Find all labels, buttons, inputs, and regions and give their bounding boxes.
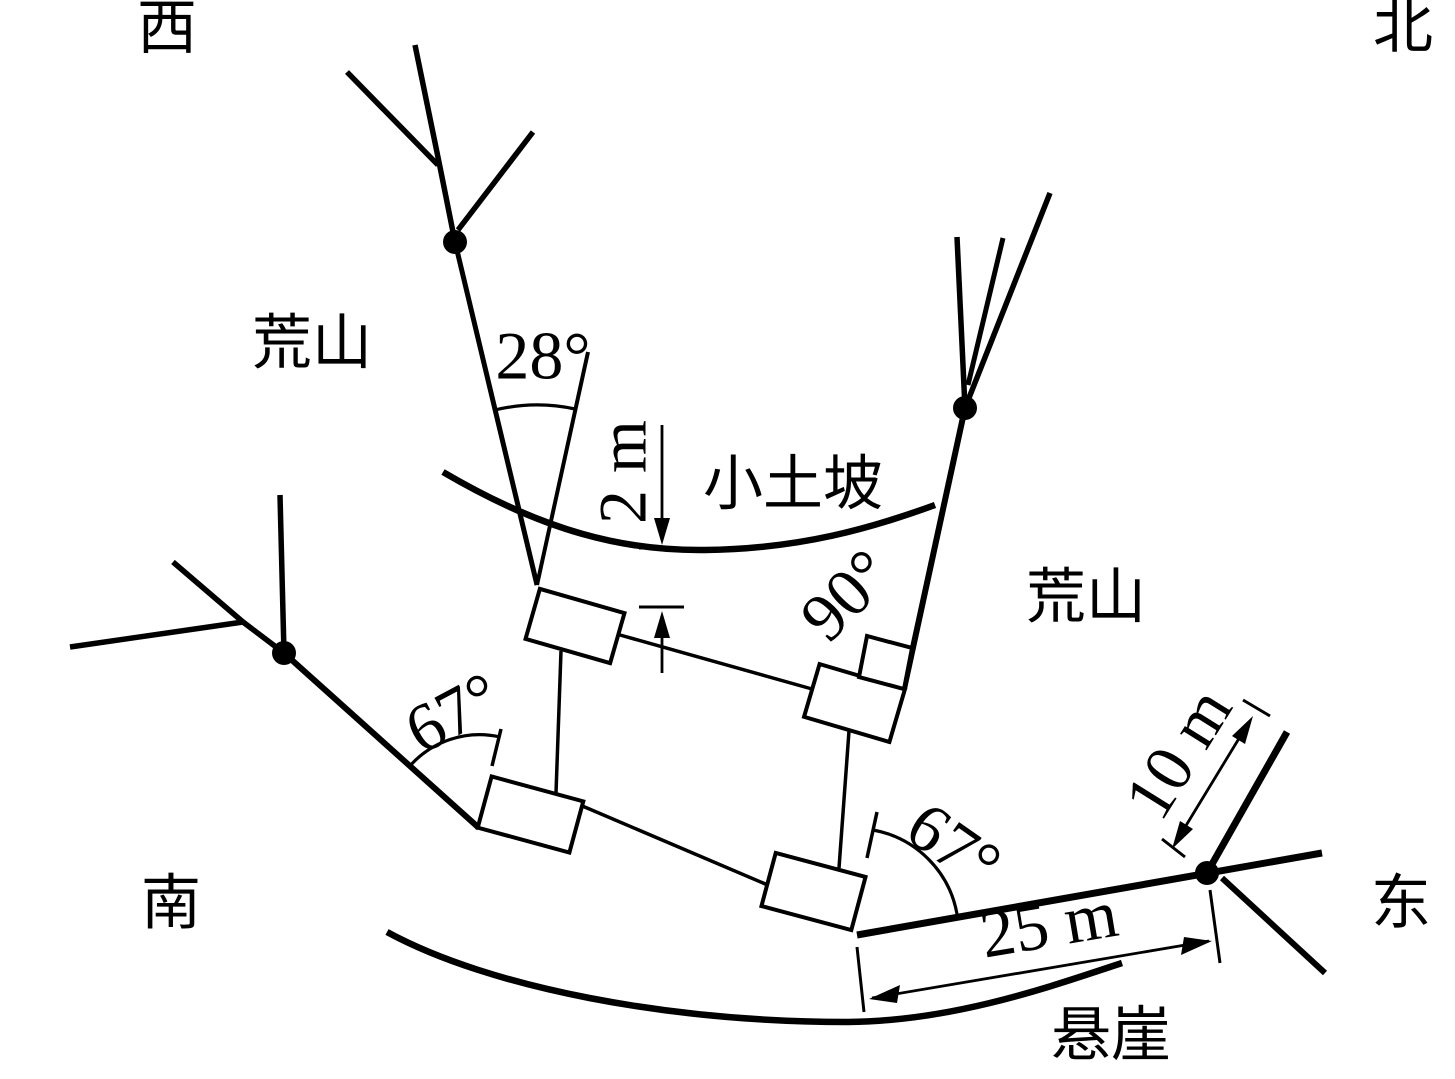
sight-line-to-building: [281, 650, 482, 831]
angle-28-mark: [494, 351, 590, 586]
tree-symbol-northwest: [345, 44, 540, 586]
angle-arc: [407, 733, 501, 769]
angle-67-right-label: 67°: [893, 787, 1015, 904]
compass-south-label: 南: [141, 869, 201, 939]
link-building-a-b: [619, 633, 813, 691]
compass-east-label: 东: [1371, 869, 1431, 939]
link-building-b-d: [837, 730, 851, 869]
angle-arm: [535, 351, 590, 586]
sight-line-to-building: [452, 241, 540, 586]
tree-trunk: [412, 44, 458, 243]
tree-branch: [962, 191, 1053, 410]
link-building-c-d: [579, 803, 771, 888]
tree-symbol-northeast: [901, 191, 1053, 690]
tree-branch: [965, 237, 1006, 386]
tree-branch: [171, 559, 245, 625]
barren-hill-west-label: 荒山: [252, 309, 372, 379]
arrowhead-down-left: [1172, 821, 1193, 849]
sight-line-to-building: [901, 407, 968, 690]
cliff-edge-arc: [385, 929, 1124, 1026]
tree-branch: [455, 130, 536, 232]
tree-symbol-southwest: [69, 494, 482, 831]
dimension-2m: [639, 425, 684, 673]
angle-67-right-mark: [865, 811, 959, 915]
tree-branch: [954, 236, 968, 409]
small-slope-edge-arc: [441, 469, 937, 554]
arrowhead-up: [654, 611, 670, 638]
tree-branch: [277, 494, 287, 654]
link-building-a-c: [554, 650, 563, 794]
arrowhead-left: [869, 985, 900, 1003]
building-d: [759, 850, 868, 933]
arrowhead-right: [1181, 937, 1212, 955]
tree-dot: [1195, 861, 1219, 885]
angle-arm: [490, 728, 503, 767]
dimension-2m-label: 2 m: [585, 420, 661, 524]
building-c: [475, 774, 586, 855]
dimension-10m: [1161, 698, 1271, 859]
arrowhead-down: [654, 518, 670, 545]
tree-dot: [272, 641, 296, 665]
dimension-25m: [855, 889, 1222, 1013]
compass-west-label: 西: [137, 0, 197, 64]
tree-symbol-east: [856, 730, 1328, 976]
angle-90-label: 90°: [785, 534, 906, 655]
cliff-top-line: [856, 849, 1323, 939]
tree-branch: [1203, 730, 1291, 875]
cliff-label: 悬崖: [1051, 1001, 1171, 1071]
dimension-tick: [1242, 698, 1271, 718]
dimension-10m-label: 10 m: [1109, 674, 1247, 831]
building-a: [523, 586, 627, 666]
tree-dot: [443, 230, 467, 254]
arrowhead-up-right: [1232, 716, 1253, 744]
angle-28-label: 28°: [495, 318, 590, 394]
compass-north-label: 北: [1373, 0, 1433, 63]
angle-arm: [865, 811, 879, 859]
angle-arc: [494, 403, 576, 412]
right-angle-square-marker: [856, 633, 915, 692]
angle-arc: [872, 828, 959, 915]
extension-line: [855, 946, 866, 1013]
angle-67-left-mark: [407, 728, 503, 769]
extension-line: [1208, 889, 1222, 964]
tree-branch: [345, 70, 440, 167]
tree-dot: [953, 396, 977, 420]
small-slope-label: 小土坡: [703, 450, 883, 520]
dimension-tick: [1161, 837, 1186, 859]
tree-branch: [1219, 875, 1328, 976]
barren-hill-east-label: 荒山: [1026, 563, 1146, 633]
tree-branch: [69, 619, 244, 650]
